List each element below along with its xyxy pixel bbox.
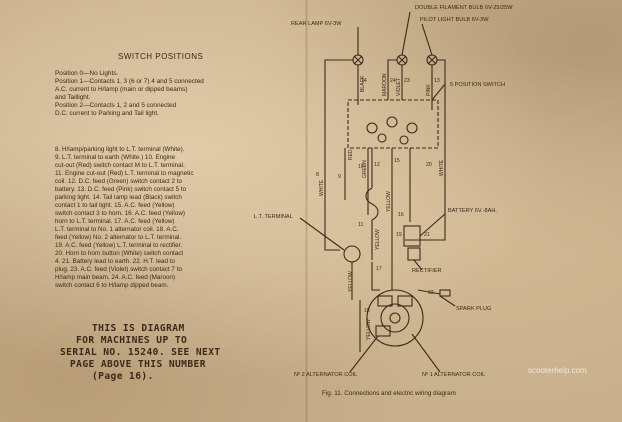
battery <box>403 225 421 247</box>
rear-lamp-label: REAR LAMP 6V-3W <box>291 21 342 27</box>
wire-legend-line: feed (Yellow) No. 2 alternator to L.T. t… <box>55 234 182 241</box>
wire-legend-line: coil. 12. D.C. feed (Green) switch conta… <box>55 178 183 185</box>
notice-line: PAGE ABOVE THIS NUMBER <box>70 359 206 370</box>
wire-label-violet: VIOLET <box>396 78 402 96</box>
wire-number: 20 <box>426 162 432 168</box>
page-fold <box>305 0 308 422</box>
wire-number: 23 <box>404 78 410 84</box>
wire-number: 13 <box>434 78 440 84</box>
battery-leader <box>419 213 446 237</box>
wire-legend-line: 20. Horn to horn button (White) switch c… <box>55 250 184 257</box>
wire-label-green: GREEN <box>362 160 368 178</box>
wire-number: 19 <box>396 232 402 238</box>
wire-number: 14 <box>361 78 367 84</box>
wire-label-red: RED <box>348 149 354 160</box>
white-wire-left <box>324 59 353 251</box>
wire-legend-line: L.T. terminal to No. 1 alternator coil. … <box>55 226 179 233</box>
switch-position-line: A.C. current to H/lamp (main or dipped b… <box>55 86 188 93</box>
notice-line: THIS IS DIAGRAM <box>92 323 185 334</box>
pilot-light-label: PILOT LIGHT BULB 6V-3W <box>420 17 489 23</box>
wire-number: 21 <box>424 232 430 238</box>
wire-legend-line: cut-out (Red) switch contact M to L.T. t… <box>55 162 185 169</box>
headlamp-leader <box>401 11 411 56</box>
wire-legend-line: parking light. 14. Tail lamp lead (Black… <box>55 194 182 201</box>
wire-legend-line: battery. 13. D.C. feed (Pink) switch con… <box>55 186 187 193</box>
wire-number: 12 <box>374 162 380 168</box>
wire-number: 16 <box>398 212 404 218</box>
wire-legend-line: contact 1 to tail light. 15. A.C. feed (… <box>55 202 175 209</box>
alt-coil-2-label: Nº 2 ALTERNATOR COIL <box>294 371 357 378</box>
figure-caption: Fig. 11. Connections and electric wiring… <box>322 390 456 397</box>
wire-label-white-left: WHITE <box>319 179 325 196</box>
wire-number: 8 <box>316 172 319 178</box>
rectifier-label: RECTIFIER <box>412 268 442 274</box>
wire-number: 24 <box>390 78 396 84</box>
wire-label-white-right: WHITE <box>439 159 445 176</box>
wire-number: 9 <box>338 174 341 180</box>
switch-position-line: and Taillight. <box>55 94 91 101</box>
spark-plug <box>439 289 451 297</box>
wire-label-maroon: MAROON <box>382 73 388 96</box>
lt-terminal-block <box>343 245 361 263</box>
wire-label-black: BLACK <box>360 75 366 92</box>
wire-legend-line: 11. Engine cut-out (Red) L.T. terminal t… <box>55 170 194 177</box>
wire-legend-line: 9. L.T. terminal to earth (White.) 10. E… <box>55 154 176 161</box>
wire-label-yellow: YELLOW <box>386 191 392 212</box>
wire-legend-line: switch contact 6 to H/lamp dipped beam. <box>55 282 169 289</box>
switch-position-line: D.C. current to Parking and Tail light. <box>55 110 159 117</box>
notice-line: (Page 16). <box>92 371 154 382</box>
pilot-light-leader <box>421 23 433 56</box>
double-filament-label: DOUBLE FILAMENT BULB 6V-25/25W <box>415 5 513 11</box>
wire-legend-line: 4. 21. Battery lead to earth. 22. H.T. l… <box>55 258 176 265</box>
wire-label-yellow: YELLOW <box>375 229 381 250</box>
battery-label: BATTERY 6V.-8AH. <box>448 208 497 214</box>
switch-leader <box>431 83 446 101</box>
wire-legend-line: horn to L.T. terminal. 17. A.C. feed (Ye… <box>55 218 175 225</box>
wire-legend-line: plug. 23. A.C. feed (Violet) switch cont… <box>55 266 182 273</box>
wire-number: 17 <box>376 266 382 272</box>
white-wire-right <box>405 59 446 241</box>
horn-coil <box>365 187 379 221</box>
wire-label-yellow: YELLOW <box>366 319 372 340</box>
alt-coil-2-leader <box>349 335 379 373</box>
lt-terminal-leader <box>299 217 345 251</box>
maroon-wire <box>387 59 397 100</box>
switch-position-line: Position 0—No Lights. <box>55 70 119 77</box>
wire-legend-line: H/lamp main beam. 24. A.C. feed (Maroon) <box>55 274 176 281</box>
wire-label-pink: PINK <box>426 84 432 96</box>
wire-number: 10 <box>358 164 364 170</box>
switch-position-line: Position 1—Contacts 1, 3 (6 or 7) 4 and … <box>55 78 204 85</box>
spark-plug-lead <box>417 289 441 295</box>
wire-legend-line: 8. H/lamp/parking light to L.T. terminal… <box>55 146 185 153</box>
wire-number: 18 <box>364 308 370 314</box>
notice-line: SERIAL NO. 15240. SEE NEXT <box>60 347 221 358</box>
wire-label-yellow: YELLOW <box>348 271 354 292</box>
alt-coil-1-label: Nº 1 ALTERNATOR COIL <box>422 371 485 378</box>
switch-box <box>347 99 439 149</box>
notice-line: FOR MACHINES UP TO <box>76 335 188 346</box>
alt-coil-1-leader <box>411 333 441 373</box>
lt-terminal-label: L.T. TERMINAL <box>254 214 293 220</box>
switch-position-line: Position 2—Contacts 1, 2 and 5 connected <box>55 102 177 109</box>
wire-number: 11 <box>358 222 363 228</box>
alternator-stator <box>366 289 424 347</box>
wire-legend-line: switch contact 3 to horn. 16. A.C. feed … <box>55 210 185 217</box>
watermark: scooterhelp.com <box>528 366 587 375</box>
wire-number: 22 <box>428 290 434 296</box>
rectifier <box>407 247 421 261</box>
wire-legend-line: 19. A.C. feed (Yellow) L.T. terminal to … <box>55 242 183 249</box>
spark-plug-label: SPARK PLUG <box>456 306 491 312</box>
switch-positions-title: SWITCH POSITIONS <box>118 52 204 61</box>
switch-label: 5 POSITION SWITCH <box>450 82 505 88</box>
wire-number: 15 <box>394 158 400 164</box>
